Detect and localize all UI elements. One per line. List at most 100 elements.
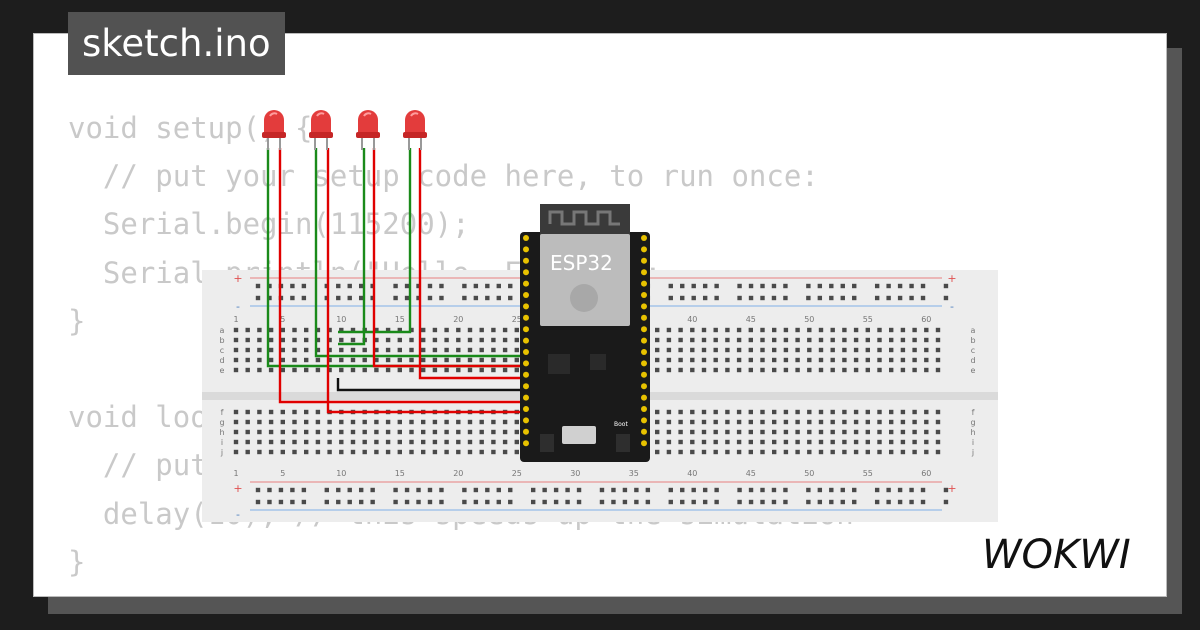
breadboard-hole[interactable] [432,327,438,333]
breadboard-hole[interactable] [935,357,941,363]
breadboard-hole[interactable] [467,337,473,343]
breadboard-hole[interactable] [479,327,484,333]
breadboard-hole[interactable] [350,357,356,363]
breadboard-hole[interactable] [807,419,812,425]
breadboard-hole[interactable] [701,409,707,415]
breadboard-hole[interactable] [385,419,391,425]
breadboard-hole[interactable] [456,429,461,435]
breadboard-hole[interactable] [830,439,835,445]
breadboard-hole[interactable] [924,347,929,353]
breadboard-hole[interactable] [370,487,375,493]
breadboard-hole[interactable] [736,439,742,445]
breadboard-hole[interactable] [748,367,753,373]
esp32-board[interactable]: ESP32 Boot [520,204,650,464]
breadboard-hole[interactable] [795,347,800,353]
breadboard-hole[interactable] [339,409,344,415]
breadboard-hole[interactable] [725,449,730,455]
breadboard-hole[interactable] [748,295,754,301]
breadboard-hole[interactable] [842,449,847,455]
breadboard-hole[interactable] [818,429,824,435]
breadboard-hole[interactable] [935,337,941,343]
breadboard-hole[interactable] [748,499,754,505]
breadboard-hole[interactable] [339,327,344,333]
breadboard-hole[interactable] [315,439,321,445]
breadboard-hole[interactable] [829,283,834,289]
breadboard-hole[interactable] [245,439,250,445]
breadboard-hole[interactable] [502,429,508,435]
breadboard-hole[interactable] [350,347,356,353]
breadboard-hole[interactable] [292,419,297,425]
breadboard-hole[interactable] [268,347,274,353]
breadboard-hole[interactable] [760,499,765,505]
breadboard-hole[interactable] [886,487,891,493]
breadboard-hole[interactable] [924,367,929,373]
breadboard-hole[interactable] [421,327,426,333]
breadboard-hole[interactable] [315,337,321,343]
breadboard-hole[interactable] [374,347,379,353]
breadboard-hole[interactable] [409,327,414,333]
breadboard-hole[interactable] [853,367,859,373]
breadboard-hole[interactable] [691,499,696,505]
breadboard-hole[interactable] [393,295,398,301]
breadboard-hole[interactable] [374,357,379,363]
breadboard-hole[interactable] [690,439,695,445]
breadboard-hole[interactable] [678,367,683,373]
breadboard-hole[interactable] [336,499,341,505]
breadboard-hole[interactable] [502,347,508,353]
breadboard-hole[interactable] [900,327,906,333]
breadboard-hole[interactable] [772,419,777,425]
breadboard-hole[interactable] [877,439,882,445]
breadboard-hole[interactable] [268,429,274,435]
breadboard-hole[interactable] [385,409,391,415]
breadboard-hole[interactable] [485,283,490,289]
breadboard-hole[interactable] [806,295,811,301]
breadboard-hole[interactable] [280,357,285,363]
breadboard-hole[interactable] [655,409,660,415]
breadboard-hole[interactable] [943,499,949,505]
breadboard-hole[interactable] [280,337,285,343]
esp-pin[interactable] [523,371,529,378]
breadboard-hole[interactable] [714,499,719,505]
breadboard-hole[interactable] [840,499,845,505]
breadboard-hole[interactable] [877,337,882,343]
breadboard-hole[interactable] [233,347,239,353]
breadboard-hole[interactable] [362,419,367,425]
esp-pin[interactable] [523,406,529,412]
breadboard-hole[interactable] [416,283,421,289]
breadboard-hole[interactable] [479,409,484,415]
breadboard-hole[interactable] [278,295,284,301]
breadboard-hole[interactable] [374,337,379,343]
breadboard-hole[interactable] [432,449,438,455]
breadboard-hole[interactable] [444,347,449,353]
breadboard-hole[interactable] [702,295,708,301]
breadboard-hole[interactable] [830,337,835,343]
breadboard-hole[interactable] [690,449,695,455]
breadboard-hole[interactable] [900,357,906,363]
breadboard-hole[interactable] [385,347,391,353]
breadboard-hole[interactable] [865,327,870,333]
breadboard-hole[interactable] [339,439,344,445]
breadboard-hole[interactable] [818,357,824,363]
breadboard-hole[interactable] [397,337,402,343]
breadboard-hole[interactable] [339,357,344,363]
breadboard-hole[interactable] [772,357,777,363]
breadboard-hole[interactable] [818,367,824,373]
breadboard-hole[interactable] [491,429,496,435]
breadboard-hole[interactable] [255,283,261,289]
breadboard-hole[interactable] [924,409,929,415]
breadboard-hole[interactable] [943,283,949,289]
breadboard-hole[interactable] [514,337,519,343]
breadboard-hole[interactable] [818,337,824,343]
breadboard-hole[interactable] [290,295,295,301]
breadboard-hole[interactable] [852,295,857,301]
breadboard-hole[interactable] [280,409,285,415]
breadboard-hole[interactable] [456,419,461,425]
breadboard-hole[interactable] [920,487,926,493]
breadboard-hole[interactable] [374,449,379,455]
breadboard-hole[interactable] [432,409,438,415]
breadboard-hole[interactable] [877,419,882,425]
breadboard-hole[interactable] [713,337,718,343]
breadboard-hole[interactable] [842,419,847,425]
breadboard-hole[interactable] [374,419,379,425]
breadboard-hole[interactable] [397,419,402,425]
